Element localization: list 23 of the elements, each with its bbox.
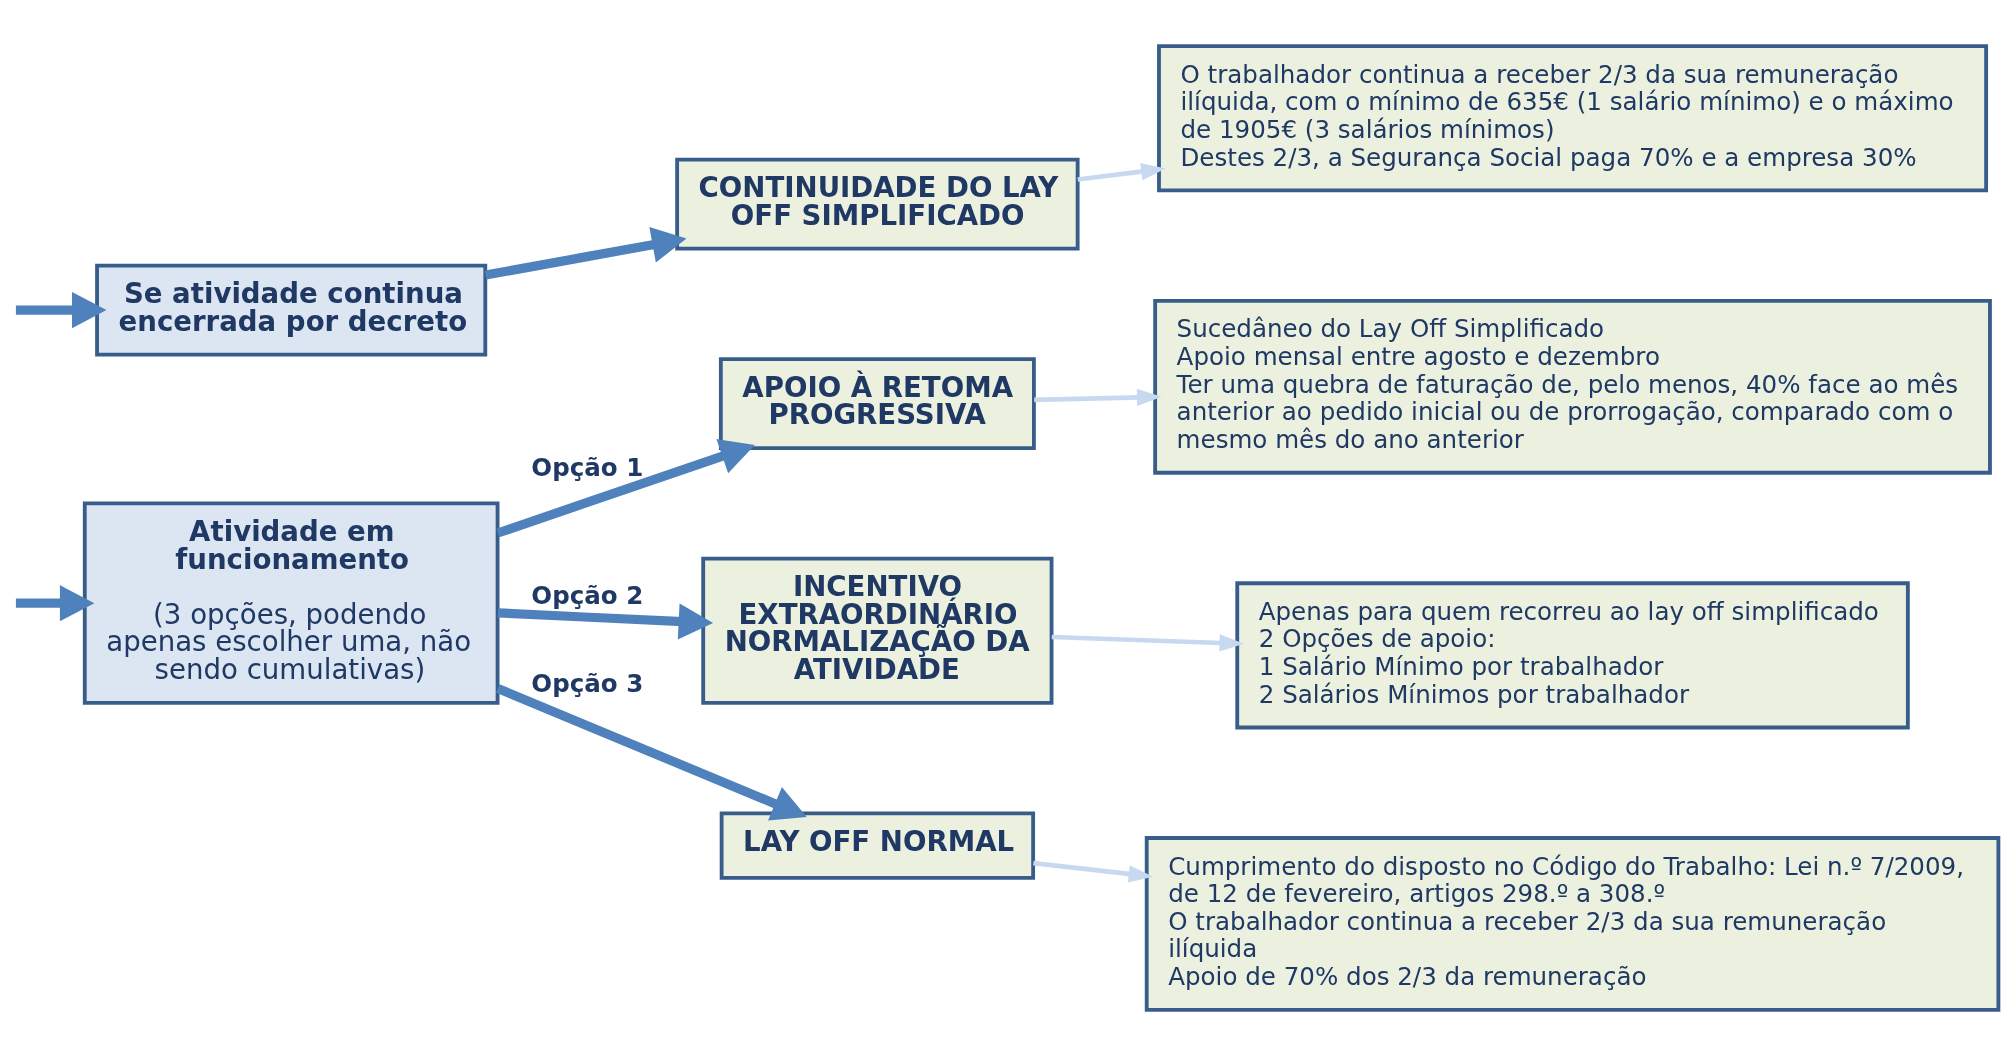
arrow [1077,162,1166,182]
arrow [1033,860,1154,882]
node-box: Se atividade continua encerrada por decreto [95,263,488,356]
arrow [496,683,807,820]
node-box: Cumprimento do disposto no Código do Trabalho: Lei n.º 7/2009, de 12 de fevereiro, artigos 298.º a 308.º O trabalhador continua a receber 2/3 da sua remuneração ilíquida Apoio de 70% dos 2/3 da remuneração [1144,835,2001,1012]
node-box: O trabalhador continua a receber 2/3 da sua remuneração ilíquida, com o mínimo de 635€ (1 salário mínimo) e o máximo de 1905€ (3 salários mínimos) Destes 2/3, a Segurança Social paga 70% e a empresa 30% [1157,43,1989,192]
edge-label: Opção 1 [531,452,644,482]
node-box: INCENTIVO EXTRAORDINÁRIO NORMALIZAÇÃO DA ATIVIDADE [701,556,1054,705]
edge-label: Opção 2 [531,580,644,610]
node-box: CONTINUIDADE DO LAY OFF SIMPLIFICADO [675,157,1080,251]
edge-label: Opção 3 [531,668,644,698]
arrow [15,584,95,621]
arrow [15,291,107,328]
arrow [1051,633,1245,651]
node-box: APOIO À RETOMA PROGRESSIVA [718,356,1036,450]
arrow [484,226,687,280]
arrow [1034,388,1162,406]
node-box: Atividade em funcionamento (3 opções, podendo apenas escolher uma, não sendo cumulativas) [82,501,500,705]
arrow [497,602,714,640]
node-box: Apenas para quem recorreu ao lay off simplificado 2 Opções de apoio: 1 Salário Mínimo por trabalhador 2 Salários Mínimos por trabalhador [1235,580,1910,729]
arrow [496,438,755,537]
node-box: LAY OFF NORMAL [719,811,1036,880]
node-box: Sucedâneo do Lay Off Simplificado Apoio mensal entre agosto e dezembro Ter uma quebra de faturação de, pelo menos, 40% face ao mês anterior ao pedido inicial ou de prorrogação, comparado com o mesmo mês do ano anterior [1153,298,1992,475]
